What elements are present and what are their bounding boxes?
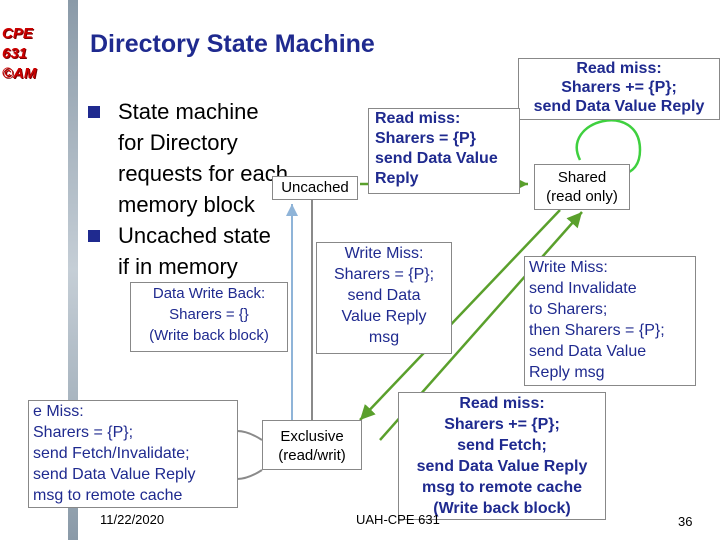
bullet-list: State machine for Directory requests for… [88, 96, 388, 282]
state-uncached: Uncached [272, 176, 358, 200]
bullet-square-icon [88, 230, 100, 242]
logo-line-3: ©AM [2, 65, 37, 82]
state-shared: Shared (read only) [534, 164, 630, 210]
slide-title: Directory State Machine [90, 30, 375, 58]
sidebar-bar [68, 0, 78, 540]
label-data-write-back: Data Write Back: Sharers = {} (Write bac… [130, 282, 288, 352]
logo-line-2: 631 [2, 45, 28, 62]
label-read-miss-uncached: Read miss: Sharers = {P} send Data Value… [368, 108, 520, 194]
logo-line-1: CPE [2, 25, 33, 42]
label-read-miss-shared: Read miss: Sharers += {P}; send Data Val… [518, 58, 720, 120]
bullet-item: Uncached state if in memory [88, 220, 388, 282]
label-read-miss-exclusive: Read miss: Sharers += {P}; send Fetch; s… [398, 392, 606, 520]
bullet-square-icon [88, 106, 100, 118]
footer-course: UAH-CPE 631 [356, 512, 440, 527]
arrow-shared-to-exclusive [359, 209, 561, 421]
bullet-item: State machine for Directory requests for… [88, 96, 388, 220]
label-write-miss-exclusive: e Miss: Sharers = {P}; send Fetch/Invali… [28, 400, 238, 508]
state-exclusive: Exclusive (read/writ) [262, 420, 362, 470]
bullet-text: Uncached state if in memory [118, 223, 271, 279]
label-write-miss-shared: Write Miss: send Invalidate to Sharers; … [524, 256, 696, 386]
course-logo: CPE 631 ©AM [2, 24, 62, 84]
footer-date: 11/22/2020 [100, 512, 165, 527]
label-write-miss-uncached: Write Miss: Sharers = {P}; send Data Val… [316, 242, 452, 354]
page-number: 36 [678, 514, 693, 529]
bullet-text: State machine for Directory requests for… [118, 99, 288, 217]
